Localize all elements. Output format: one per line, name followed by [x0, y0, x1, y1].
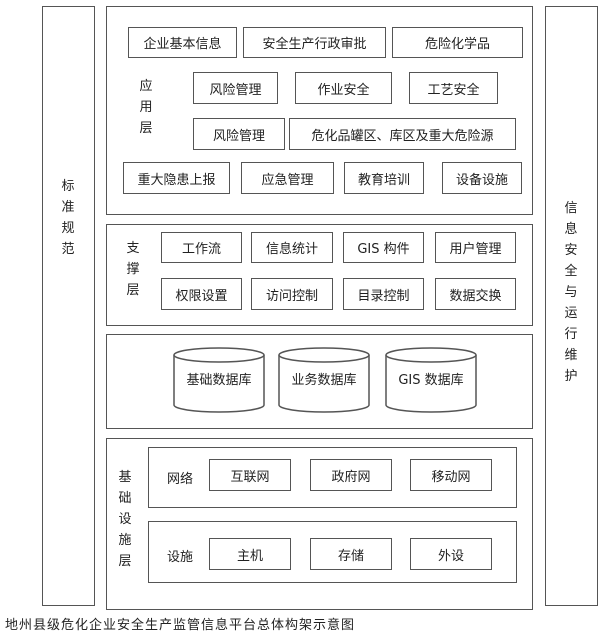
- figure-caption: 地州县级危化企业安全生产监管信息平台总体构架示意图: [5, 618, 356, 633]
- database-icon: [385, 347, 477, 413]
- support-module: 用户管理: [435, 232, 516, 263]
- app-module: 危险化学品: [392, 27, 523, 58]
- app-module: 重大隐患上报: [123, 162, 230, 194]
- support-module: 信息统计: [251, 232, 333, 263]
- app-module: 风险管理: [193, 118, 285, 150]
- app-module: 作业安全: [295, 72, 392, 104]
- network-item: 政府网: [310, 459, 392, 491]
- support-module: 工作流: [161, 232, 242, 263]
- support-module: 数据交换: [435, 278, 516, 310]
- database-cylinder: GIS 数据库: [385, 347, 477, 413]
- support-module: 权限设置: [161, 278, 242, 310]
- standards-column: [42, 6, 95, 606]
- database-icon: [278, 347, 370, 413]
- database-label: 业务数据库: [291, 373, 357, 388]
- application-layer-label: 应用层: [139, 79, 153, 136]
- network-item: 互联网: [209, 459, 291, 491]
- database-cylinder: 业务数据库: [278, 347, 370, 413]
- network-item: 移动网: [410, 459, 492, 491]
- app-module: 安全生产行政审批: [243, 27, 386, 58]
- database-icon: [173, 347, 265, 413]
- app-module: 危化品罐区、库区及重大危险源: [289, 118, 516, 150]
- app-module: 应急管理: [241, 162, 334, 194]
- database-cylinder: 基础数据库: [173, 347, 265, 413]
- infrastructure-layer-label: 基础设施层: [118, 470, 132, 569]
- facilities-label: 设施: [167, 550, 194, 565]
- support-module: 目录控制: [343, 278, 424, 310]
- security-column: [545, 6, 598, 606]
- facility-item: 外设: [410, 538, 492, 570]
- app-module: 设备设施: [442, 162, 522, 194]
- support-layer-label: 支撑层: [126, 241, 140, 298]
- standards-label: 标准规范: [61, 179, 75, 257]
- network-label: 网络: [167, 472, 194, 487]
- database-label: 基础数据库: [186, 373, 252, 388]
- app-module: 企业基本信息: [128, 27, 237, 58]
- database-label: GIS 数据库: [398, 373, 464, 388]
- support-module: GIS 构件: [343, 232, 424, 263]
- security-label: 信息安全与运行维护: [564, 201, 578, 384]
- app-module: 工艺安全: [409, 72, 498, 104]
- facility-item: 存储: [310, 538, 392, 570]
- app-module: 风险管理: [193, 72, 278, 104]
- support-module: 访问控制: [251, 278, 333, 310]
- app-module: 教育培训: [344, 162, 424, 194]
- facility-item: 主机: [209, 538, 291, 570]
